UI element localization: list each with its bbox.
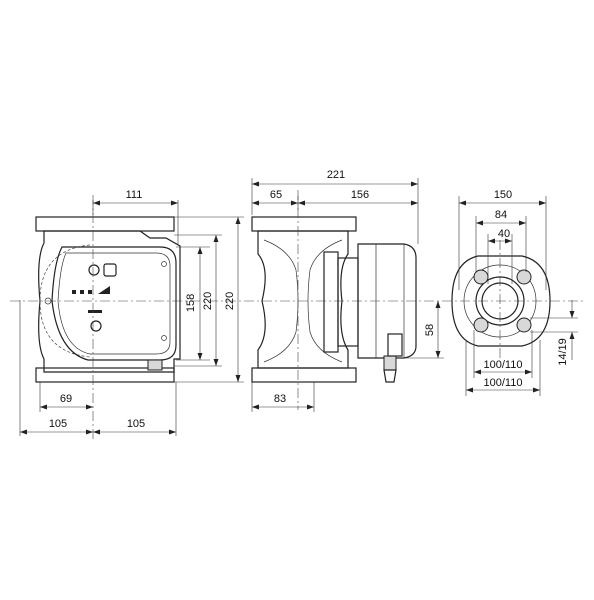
front-lower-button (90, 320, 102, 332)
dim-label-105-right: 105 (127, 418, 145, 430)
flange-bolt-hole-tr (516, 269, 532, 285)
front-control-box-inner (57, 252, 171, 355)
side-top-flange (251, 216, 357, 232)
side-cable-end (383, 369, 397, 383)
dim-label-100-110-a: 100/110 (484, 359, 523, 371)
side-collar (323, 251, 339, 353)
flange-bolt-hole-tl (473, 269, 489, 285)
front-left-bolt (44, 297, 52, 305)
front-cable-gland (147, 359, 163, 371)
side-bottom-flange (251, 367, 357, 383)
front-pump-housing (38, 230, 181, 373)
side-pump-inner-2 (307, 239, 343, 363)
dim-label-58: 58 (424, 324, 436, 336)
front-display-window (103, 263, 117, 277)
side-motor-housing (357, 243, 417, 359)
front-logo-mark (88, 310, 102, 313)
front-right-bolt-top (161, 261, 167, 267)
front-display-knob (88, 264, 100, 276)
dim-label-105-left: 105 (49, 418, 67, 430)
dim-label-156: 156 (351, 189, 369, 201)
flange-view: 150 84 40 100/110 100/110 14/19 (451, 189, 578, 396)
dim-label-84: 84 (495, 209, 507, 221)
side-cable-gland (383, 355, 397, 371)
dim-label-221: 221 (327, 169, 345, 181)
side-terminal-box (387, 333, 403, 357)
dim-label-150: 150 (494, 189, 512, 201)
side-pump-body (257, 230, 349, 369)
dim-label-158: 158 (185, 294, 197, 312)
dim-label-111: 111 (126, 189, 143, 201)
dim-label-220-b: 220 (224, 292, 236, 310)
dim-label-100-110-b: 100/110 (484, 377, 523, 389)
dim-label-40: 40 (498, 228, 510, 240)
dim-label-220-a: 220 (202, 292, 214, 310)
front-right-bolt-bottom (161, 335, 167, 341)
side-view: 221 65 156 83 58 (251, 169, 444, 412)
dim-label-83: 83 (274, 393, 286, 405)
front-bottom-flange (35, 367, 175, 383)
flange-bolt-hole-br (516, 317, 532, 333)
front-top-flange (35, 216, 175, 232)
side-motor-neck (337, 257, 359, 347)
front-view: 111 158 220 220 69 105 105 (19, 189, 244, 440)
front-indicator-row (72, 286, 110, 294)
front-volute-curve (39, 244, 91, 358)
dim-label-14-19: 14/19 (557, 338, 569, 366)
dim-label-69: 69 (60, 393, 72, 405)
dim-label-65: 65 (270, 189, 282, 201)
flange-bolt-hole-bl (473, 317, 489, 333)
